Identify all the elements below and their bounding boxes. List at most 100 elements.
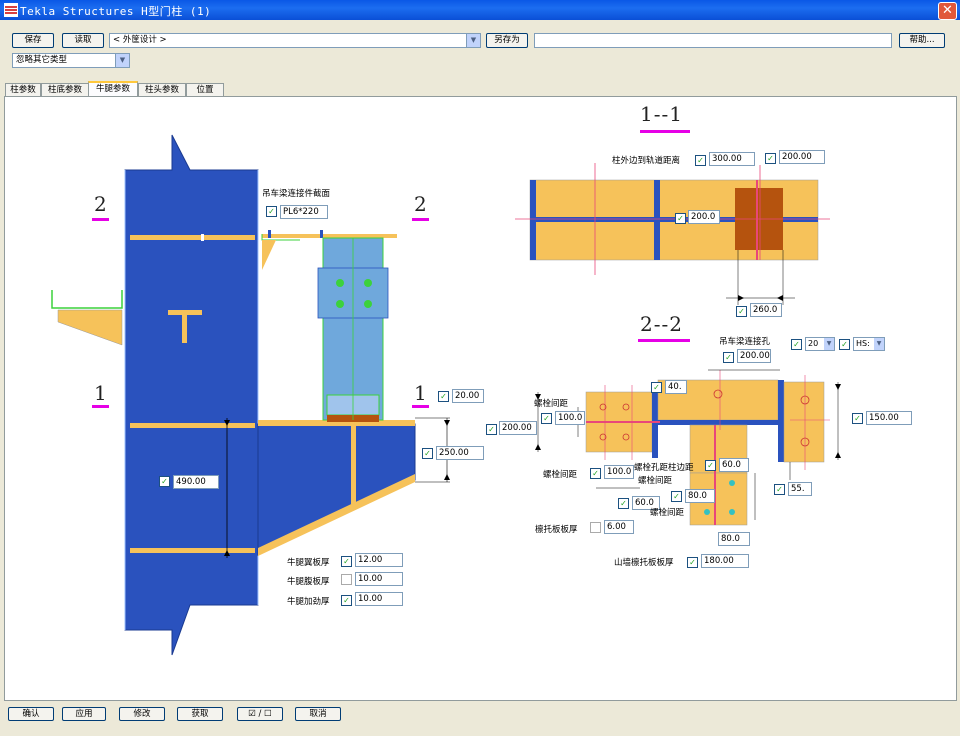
toggle-all-button[interactable]: ☑ / ☐ bbox=[237, 707, 283, 721]
hole-label: 吊车梁连接孔 bbox=[719, 337, 771, 347]
sec22-60b-field[interactable]: 60.0 bbox=[632, 496, 660, 510]
section-mark-2-left: 2 bbox=[94, 192, 107, 216]
dim-490-field[interactable]: 490.00 bbox=[173, 475, 219, 489]
chevron-down-icon: ▼ bbox=[824, 338, 834, 350]
gusset-thickness-label: 檩托板板厚 bbox=[535, 525, 578, 535]
bolt-spacing-label-2: 螺栓间距 bbox=[543, 470, 578, 480]
sec22-40-field[interactable]: 40. bbox=[665, 380, 687, 394]
chevron-down-icon: ▼ bbox=[466, 34, 480, 47]
tab-bracket-params[interactable]: 牛腿参数 bbox=[88, 81, 138, 99]
preset-value: < 外筐设计 > bbox=[113, 35, 167, 45]
crane-beam-field[interactable]: PL6*220 bbox=[280, 205, 328, 219]
sec22-200b-checkbox[interactable]: ✓ bbox=[486, 424, 497, 435]
sec22-55-checkbox[interactable]: ✓ bbox=[774, 484, 785, 495]
tab-cap-params[interactable]: 柱头参数 bbox=[138, 83, 186, 97]
sec22-200-field[interactable]: 200.00 bbox=[737, 349, 771, 363]
title-bar: Tekla Structures H型门柱 (1) ✕ bbox=[0, 0, 960, 20]
section22-title: 2--2 bbox=[640, 312, 683, 336]
sec11-200-field[interactable]: 200.0 bbox=[688, 210, 720, 224]
sec11-260-checkbox[interactable]: ✓ bbox=[736, 306, 747, 317]
hole-size-select[interactable]: 20 ▼ bbox=[805, 337, 835, 351]
sec22-150-field[interactable]: 150.00 bbox=[866, 411, 912, 425]
wall-gusset-field[interactable]: 180.00 bbox=[701, 554, 749, 568]
modify-button[interactable]: 修改 bbox=[119, 707, 165, 721]
apply-button[interactable]: 应用 bbox=[62, 707, 106, 721]
sec22-200b-field[interactable]: 200.00 bbox=[499, 421, 537, 435]
tab-base-params[interactable]: 柱底参数 bbox=[41, 83, 89, 97]
crane-beam-label: 吊车梁连接件截面 bbox=[262, 189, 331, 199]
section-underline bbox=[92, 218, 109, 221]
get-button[interactable]: 获取 bbox=[177, 707, 223, 721]
dim-490-checkbox[interactable]: ✓ bbox=[159, 476, 170, 487]
ok-button[interactable]: 确认 bbox=[8, 707, 54, 721]
sec11-260-field[interactable]: 260.0 bbox=[750, 303, 782, 317]
preset-select[interactable]: < 外筐设计 > ▼ bbox=[109, 33, 481, 48]
section-underline bbox=[638, 339, 690, 342]
section-mark-2-right: 2 bbox=[414, 192, 427, 216]
section-mark-1-right: 1 bbox=[414, 381, 427, 405]
sec22-80b-field[interactable]: 80.0 bbox=[718, 532, 750, 546]
stiffener-thickness-checkbox[interactable]: ✓ bbox=[341, 595, 352, 606]
bolt-spacing-label-1: 螺栓间距 bbox=[534, 399, 569, 409]
sec22-100b-checkbox[interactable]: ✓ bbox=[590, 468, 601, 479]
sec22-60a-field[interactable]: 60.0 bbox=[719, 458, 749, 472]
type-select[interactable]: 忽略其它类型 ▼ bbox=[12, 53, 130, 68]
section-underline bbox=[412, 218, 429, 221]
sec22-100a-field[interactable]: 100.0 bbox=[555, 411, 585, 425]
wall-gusset-label: 山墙檩托板板厚 bbox=[614, 558, 674, 568]
stiffener-thickness-field[interactable]: 10.00 bbox=[355, 592, 403, 606]
cancel-button[interactable]: 取消 bbox=[295, 707, 341, 721]
rail-300-field[interactable]: 300.00 bbox=[709, 152, 755, 166]
section11-title: 1--1 bbox=[640, 102, 683, 126]
web-thickness-field[interactable]: 10.00 bbox=[355, 572, 403, 586]
dim-250-field[interactable]: 250.00 bbox=[436, 446, 484, 460]
bolt-std-select[interactable]: HS:▼ bbox=[853, 337, 885, 351]
close-icon: ✕ bbox=[942, 3, 953, 18]
bolt-std-checkbox[interactable]: ✓ bbox=[839, 339, 850, 350]
load-button[interactable]: 读取 bbox=[62, 33, 104, 48]
web-thickness-checkbox[interactable] bbox=[341, 574, 352, 585]
bolt-std-value: HS: bbox=[856, 339, 870, 348]
type-value: 忽略其它类型 bbox=[16, 55, 68, 65]
sec22-80a-checkbox[interactable]: ✓ bbox=[671, 491, 682, 502]
close-button[interactable]: ✕ bbox=[938, 2, 957, 20]
save-as-button[interactable]: 另存为 bbox=[486, 33, 528, 48]
save-button[interactable]: 保存 bbox=[12, 33, 54, 48]
gusset-thickness-checkbox[interactable] bbox=[590, 522, 601, 533]
tab-position[interactable]: 位置 bbox=[186, 83, 224, 97]
rail-distance-label: 柱外边到轨道距离 bbox=[612, 156, 681, 166]
sec22-60a-checkbox[interactable]: ✓ bbox=[705, 460, 716, 471]
sec22-55-field[interactable]: 55. bbox=[788, 482, 812, 496]
dialog-button-bar: 确认 应用 修改 获取 ☑ / ☐ 取消 bbox=[0, 700, 960, 736]
wall-gusset-checkbox[interactable]: ✓ bbox=[687, 557, 698, 568]
hole-checkbox[interactable]: ✓ bbox=[791, 339, 802, 350]
gusset-thickness-field[interactable]: 6.00 bbox=[604, 520, 634, 534]
bolt-spacing-label-4: 螺栓间距 bbox=[650, 508, 685, 518]
stiffener-thickness-label: 牛腿加劲厚 bbox=[287, 597, 330, 607]
dim-250-checkbox[interactable]: ✓ bbox=[422, 448, 433, 459]
hole-size-value: 20 bbox=[808, 339, 819, 348]
rail-200-checkbox[interactable]: ✓ bbox=[765, 153, 776, 164]
flange-thickness-checkbox[interactable]: ✓ bbox=[341, 556, 352, 567]
crane-beam-checkbox[interactable]: ✓ bbox=[266, 206, 277, 217]
section-underline bbox=[92, 405, 109, 408]
dim-20-checkbox[interactable]: ✓ bbox=[438, 391, 449, 402]
sec22-150-checkbox[interactable]: ✓ bbox=[852, 413, 863, 424]
sec22-60b-checkbox[interactable]: ✓ bbox=[618, 498, 629, 509]
sec11-200-checkbox[interactable]: ✓ bbox=[675, 213, 686, 224]
sec22-200-checkbox[interactable]: ✓ bbox=[723, 352, 734, 363]
rail-300-checkbox[interactable]: ✓ bbox=[695, 155, 706, 166]
sec22-100b-field[interactable]: 100.0 bbox=[604, 465, 634, 479]
rail-200-field[interactable]: 200.00 bbox=[779, 150, 825, 164]
tab-column-params[interactable]: 柱参数 bbox=[5, 83, 41, 97]
app-icon bbox=[4, 3, 18, 17]
flange-thickness-field[interactable]: 12.00 bbox=[355, 553, 403, 567]
save-as-input[interactable] bbox=[534, 33, 892, 48]
sec22-80a-field[interactable]: 80.0 bbox=[685, 489, 715, 503]
sec22-40-checkbox[interactable]: ✓ bbox=[651, 382, 662, 393]
window-title: Tekla Structures H型门柱 (1) bbox=[20, 5, 212, 18]
sec22-100a-checkbox[interactable]: ✓ bbox=[541, 413, 552, 424]
help-button[interactable]: 帮助... bbox=[899, 33, 945, 48]
dim-20-field[interactable]: 20.00 bbox=[452, 389, 484, 403]
bolt-spacing-label-3: 螺栓间距 bbox=[638, 476, 673, 486]
